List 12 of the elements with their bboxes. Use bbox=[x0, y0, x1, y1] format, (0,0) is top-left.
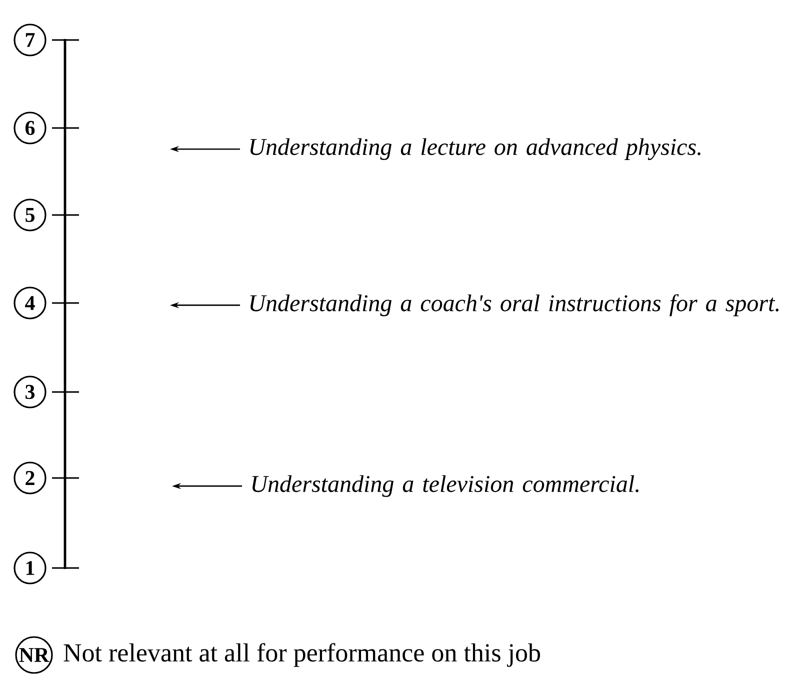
circled-number: NR bbox=[15, 636, 53, 674]
circled-number: 1 bbox=[14, 552, 46, 584]
circled-number: 4 bbox=[14, 286, 46, 320]
anchor-text: Understanding a television commercial. bbox=[252, 475, 638, 497]
circled-number: 5 bbox=[14, 198, 46, 232]
circled-number: 7 bbox=[14, 24, 46, 56]
circled-number: 6 bbox=[14, 112, 46, 144]
anchor-text: Understanding a lecture on advanced physics. bbox=[250, 138, 700, 160]
circled-number: 3 bbox=[14, 376, 46, 408]
description-text: Not relevant at all for performance on this job bbox=[64, 643, 540, 667]
anchor-text: Understanding a coach's oral instructions for a sport. bbox=[250, 294, 779, 316]
circled-number: 2 bbox=[14, 462, 46, 494]
